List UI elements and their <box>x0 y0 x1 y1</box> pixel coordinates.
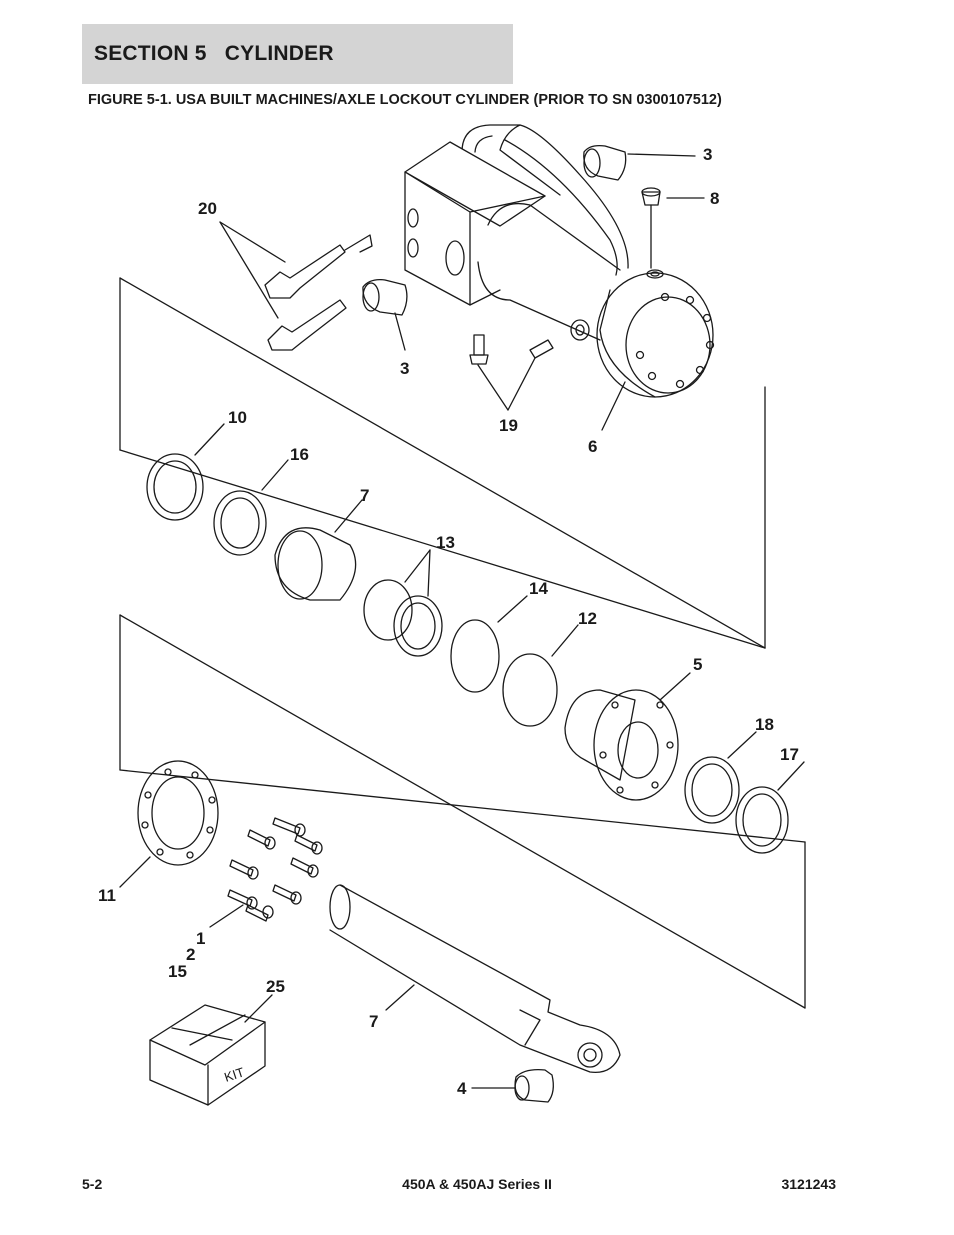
callout-7-top: 7 <box>360 486 369 505</box>
breather-plug <box>641 187 661 269</box>
callout-18: 18 <box>755 715 774 734</box>
section-banner: SECTION 5 CYLINDER <box>82 24 513 84</box>
callout-13: 13 <box>436 533 455 552</box>
callout-20: 20 <box>198 199 217 218</box>
callout-19: 19 <box>499 416 518 435</box>
callout-5: 5 <box>693 655 702 674</box>
document-number: 3121243 <box>781 1176 836 1192</box>
callout-14: 14 <box>529 579 548 598</box>
head-bolts <box>227 817 323 922</box>
callout-3-left: 3 <box>400 359 409 378</box>
flange-gasket <box>137 760 219 866</box>
callout-17: 17 <box>780 745 799 764</box>
hydraulic-fittings <box>264 234 373 351</box>
rod-bushing <box>514 1069 554 1103</box>
callout-11: 11 <box>98 886 116 905</box>
callout-2: 2 <box>186 945 195 964</box>
callout-10: 10 <box>228 408 247 427</box>
callout-1: 1 <box>196 929 205 948</box>
callout-8: 8 <box>710 189 719 208</box>
callout-25: 25 <box>266 977 285 996</box>
callout-6: 6 <box>588 437 597 456</box>
callout-16: 16 <box>290 445 309 464</box>
seal-kit-box <box>149 1004 266 1106</box>
section-title: SECTION 5 CYLINDER <box>94 42 334 65</box>
bushings <box>362 144 627 316</box>
page-number: 5-2 <box>82 1176 103 1192</box>
figure-title: FIGURE 5-1. USA BUILT MACHINES/AXLE LOCK… <box>88 92 722 108</box>
leader-lines <box>119 153 805 1089</box>
seal-rings <box>146 453 789 854</box>
cylinder-head <box>564 689 679 801</box>
callout-3-top: 3 <box>703 145 712 164</box>
callout-4: 4 <box>457 1079 467 1098</box>
piston-rod <box>329 884 621 1074</box>
callout-12: 12 <box>578 609 597 628</box>
callout-7-bottom: 7 <box>369 1012 378 1031</box>
callout-15: 15 <box>168 962 187 981</box>
bleeder-screws <box>469 334 554 365</box>
kit-box-label: KIT <box>222 1064 246 1085</box>
cylinder-barrel <box>404 124 715 398</box>
model-name: 450A & 450AJ Series II <box>402 1176 552 1192</box>
